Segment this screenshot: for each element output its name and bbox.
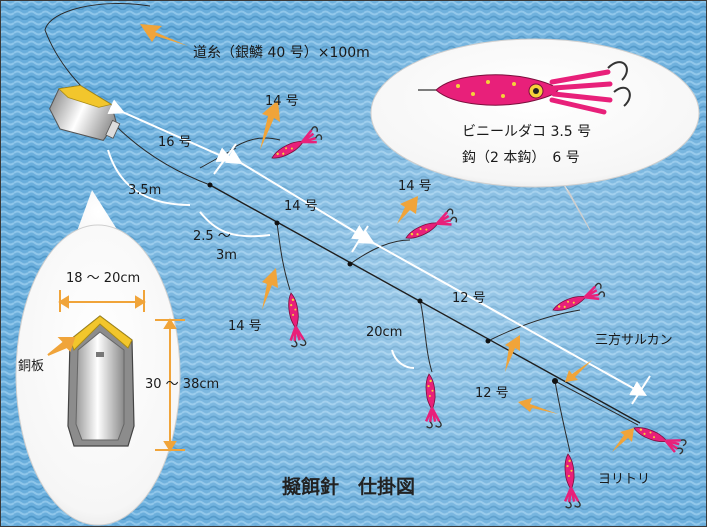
sinker-detail-bubble: 18 〜 20cm 銅板 30 〜 38cm bbox=[15, 190, 219, 526]
sinker-large-icon bbox=[67, 315, 135, 447]
branch-14-c-label: 14 号 bbox=[228, 319, 262, 334]
main-line-label: 道糸（銀鱗 40 号）×100m bbox=[193, 45, 370, 61]
branch-14-a-label: 14 号 bbox=[265, 94, 299, 109]
lure-detail-bubble: ビニールダコ 3.5 号 鈎（2 本鈎） 6 号 bbox=[370, 38, 700, 231]
pointer-arrows bbox=[140, 24, 634, 452]
yoritori-label: ヨリトリ bbox=[598, 472, 650, 487]
seg-20cm-label: 20cm bbox=[366, 325, 402, 340]
width-range-label: 18 〜 20cm bbox=[66, 271, 140, 286]
copper-label: 銅板 bbox=[18, 359, 44, 374]
branch-14-b-label: 14 号 bbox=[398, 179, 432, 194]
hook-spec-label: 鈎（2 本鈎） 6 号 bbox=[462, 150, 580, 166]
seg-253-top-label: 2.5 〜 bbox=[193, 229, 231, 244]
seg-12-b-label: 12 号 bbox=[475, 386, 509, 401]
seg-14-label: 14 号 bbox=[284, 199, 318, 214]
seg-253-bottom-label: 3m bbox=[216, 248, 237, 263]
swivel-label: 三方サルカン bbox=[595, 332, 673, 348]
seg-35-label: 3.5m bbox=[128, 183, 161, 198]
diagram-title: 擬餌針 仕掛図 bbox=[282, 475, 415, 498]
height-range-label: 30 〜 38cm bbox=[145, 377, 219, 392]
lure-name-label: ビニールダコ 3.5 号 bbox=[462, 124, 591, 140]
seg-12-a-label: 12 号 bbox=[452, 291, 486, 306]
seg-16-label: 16 号 bbox=[158, 135, 192, 150]
dimension-arrows bbox=[107, 99, 651, 405]
